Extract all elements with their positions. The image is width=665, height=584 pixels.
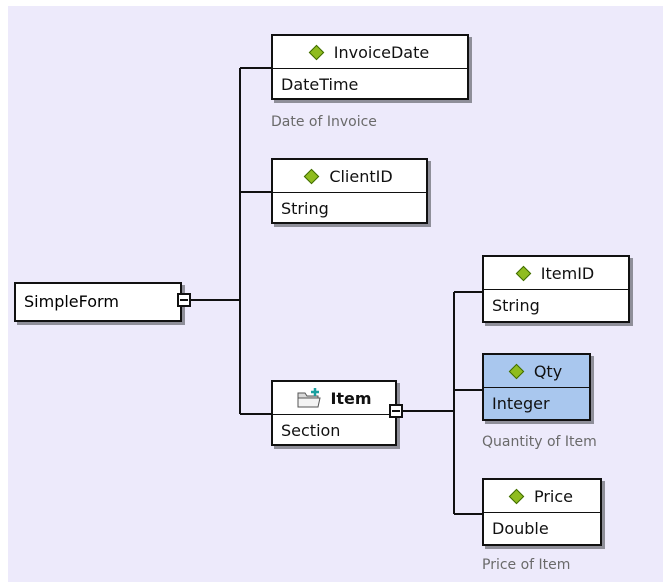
section-name: Item	[330, 388, 372, 408]
field-name: Price	[533, 486, 574, 506]
field-type: String	[492, 296, 540, 315]
field-name: ClientID	[329, 166, 393, 186]
section-collapse-toggle-icon[interactable]	[389, 404, 403, 418]
diagram-canvas: SimpleForm InvoiceDate DateTime Date of …	[8, 6, 663, 582]
field-header: InvoiceDate	[273, 36, 467, 69]
field-name: InvoiceDate	[333, 42, 430, 62]
root-node-simpleform[interactable]: SimpleForm	[14, 282, 182, 322]
field-node-itemid[interactable]: ItemID String	[482, 255, 630, 323]
section-header: Item	[273, 382, 395, 415]
connector-lines	[191, 67, 482, 515]
diamond-icon	[304, 168, 320, 184]
field-header: ClientID	[273, 160, 426, 193]
field-type: Integer	[492, 394, 550, 413]
field-header: Price	[484, 480, 600, 513]
field-type: String	[281, 199, 329, 218]
diamond-icon	[308, 44, 325, 60]
section-node-item[interactable]: Item Section	[271, 380, 397, 446]
field-header: Qty	[484, 355, 589, 388]
section-type: Section	[281, 421, 341, 440]
diamond-icon	[508, 363, 525, 379]
field-name: ItemID	[540, 263, 595, 283]
field-header: ItemID	[484, 257, 628, 290]
field-caption: Quantity of Item	[482, 434, 597, 450]
field-node-invoicedate[interactable]: InvoiceDate DateTime	[271, 34, 469, 100]
field-name: Qty	[533, 361, 563, 381]
root-collapse-toggle-icon[interactable]	[177, 293, 191, 307]
field-node-clientid[interactable]: ClientID String	[271, 158, 428, 224]
field-type: Double	[492, 519, 549, 538]
field-node-qty[interactable]: Qty Integer	[482, 353, 591, 421]
field-caption: Price of Item	[482, 557, 571, 573]
diamond-icon	[515, 265, 532, 281]
field-type: DateTime	[281, 75, 359, 94]
root-label: SimpleForm	[24, 292, 119, 311]
field-node-price[interactable]: Price Double	[482, 478, 602, 546]
diamond-icon	[508, 488, 525, 504]
folder-plus-icon	[297, 388, 322, 408]
field-caption: Date of Invoice	[271, 114, 377, 130]
